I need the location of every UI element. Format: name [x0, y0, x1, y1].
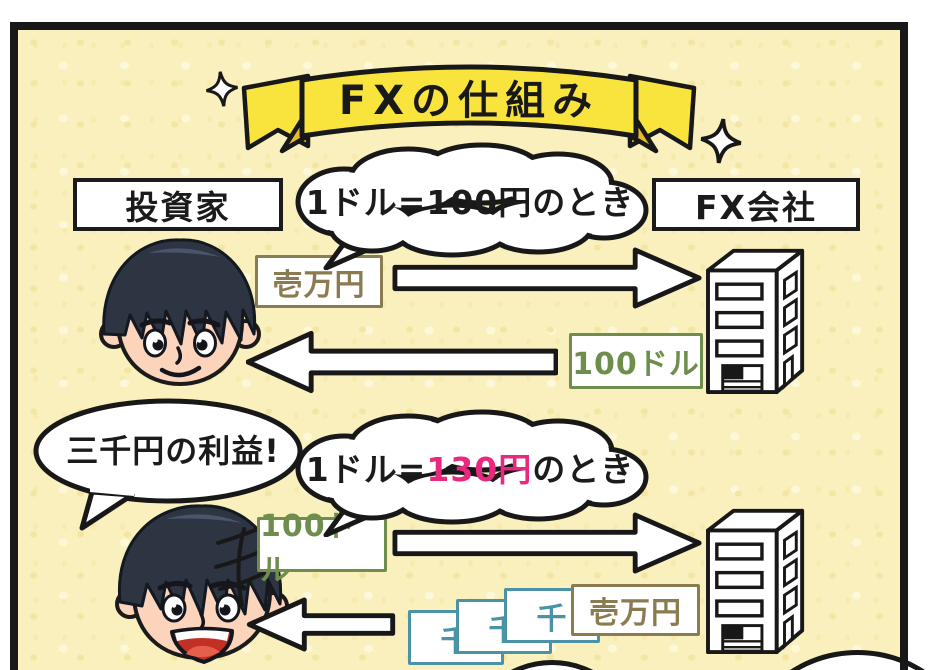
sparkle-icon: [697, 114, 746, 168]
cloud-bubble-icon: [295, 142, 649, 270]
rate-text-scene1: 1ドル=100円のとき: [305, 183, 635, 222]
received-main-text: 壱万円: [589, 596, 682, 631]
fx-building-icon: [700, 243, 818, 396]
investor-label-text: 投資家: [125, 187, 231, 227]
arrow-right-icon: [390, 512, 706, 574]
fx-company-label-text: FX会社: [695, 187, 817, 227]
profit-text: 三千円の利益!: [66, 432, 280, 470]
speech-bubble-icon: [33, 398, 303, 531]
rate-bubble-scene2: 1ドル=130円のとき: [290, 405, 650, 537]
arrow-left-icon: [246, 330, 558, 394]
received-main-tag: 壱万円: [571, 584, 700, 636]
received-amount-text: 100ドル: [572, 347, 700, 382]
deposit-amount-tag: 壱万円: [255, 255, 383, 308]
investor-face-smiling: [92, 232, 268, 398]
bill-text: 千: [536, 601, 568, 637]
investor-label: 投資家: [73, 178, 283, 231]
sparkle-icon: [201, 68, 243, 110]
rate-suffix: のとき: [532, 450, 635, 489]
rate-value-highlight: 130円: [426, 450, 533, 489]
cloud-bubble-icon: [295, 409, 649, 537]
rate-text-scene2: 1ドル=130円のとき: [290, 451, 650, 489]
rate-bubble-scene1: 1ドル=100円のとき: [290, 138, 650, 270]
received-amount-tag: 100ドル: [569, 333, 703, 389]
ribbon-banner-icon: [241, 64, 697, 154]
profit-bubble: 三千円の利益!: [28, 396, 318, 536]
excitement-lines-icon: [214, 527, 266, 607]
rate-prefix: 1ドル=: [305, 450, 427, 489]
fx-building-icon: [700, 503, 818, 656]
deposit-amount-text: 壱万円: [272, 267, 366, 303]
fx-company-label: FX会社: [652, 178, 860, 231]
title-banner: FXの仕組み: [238, 42, 700, 154]
arrow-left-icon: [246, 597, 396, 652]
page-title: FXの仕組み: [338, 78, 600, 124]
arrow-right-icon: [389, 247, 707, 309]
